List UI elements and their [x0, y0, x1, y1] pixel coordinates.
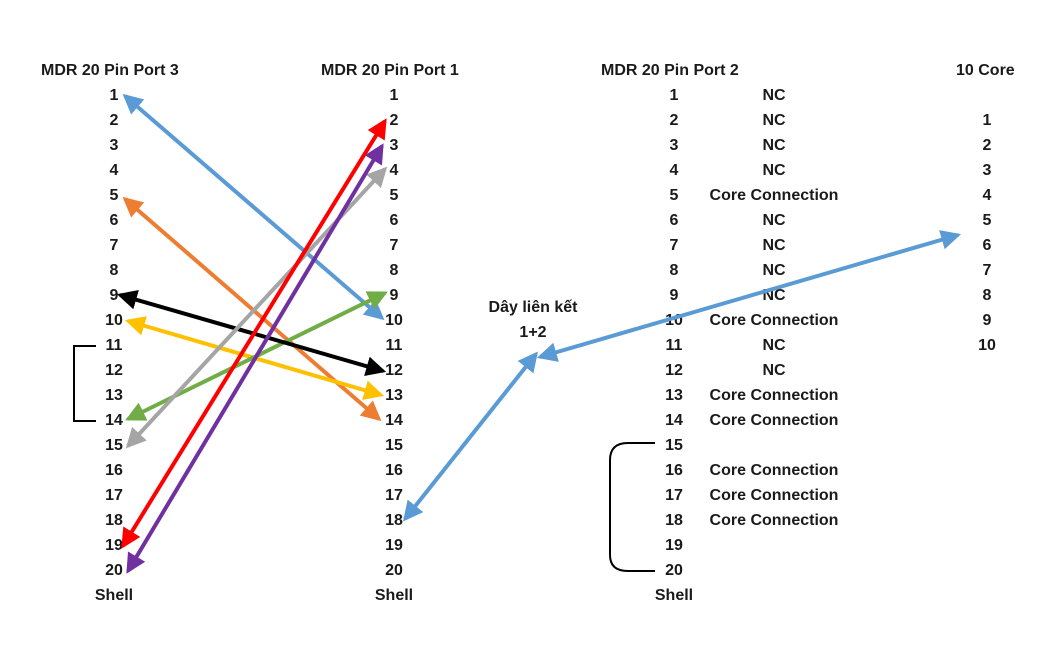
port1-pin-label: 12 — [385, 362, 403, 379]
port3-bracket — [73, 345, 96, 422]
port3-pin-label: 3 — [109, 137, 119, 154]
port2-status-label: NC — [762, 112, 786, 129]
port2-pin-label: 4 — [669, 162, 679, 179]
core10-pin-label: 9 — [982, 312, 992, 329]
port3-pin-label: 20 — [105, 562, 123, 579]
port1-pin-label: Shell — [374, 587, 414, 604]
port3-pin-label: 2 — [109, 112, 119, 129]
wire-red-p3-19-p1-2 — [121, 118, 387, 549]
port2-pin-label: 17 — [665, 487, 683, 504]
port2-pin-label: 14 — [665, 412, 683, 429]
port1-pin-label: 9 — [389, 287, 399, 304]
port2-pin-label: 18 — [665, 512, 683, 529]
core10-pin-label: 6 — [982, 237, 992, 254]
port2-pin-label: 20 — [665, 562, 683, 579]
port3-pin-label: 13 — [105, 387, 123, 404]
port2-status-label: NC — [762, 162, 786, 179]
core10-pin-label: 3 — [982, 162, 992, 179]
port1-pin-label: 10 — [385, 312, 403, 329]
port1-pin-label: 18 — [385, 512, 403, 529]
port2-pin-label: Shell — [654, 587, 694, 604]
wire-blue-p1-18-link — [403, 351, 538, 522]
port3-pin-label: Shell — [94, 587, 134, 604]
wire-purple-p3-20-p1-3 — [126, 143, 384, 574]
port2-status-label: Core Connection — [709, 187, 839, 204]
port2-status-label: NC — [762, 87, 786, 104]
core10-pin-label: 7 — [982, 262, 992, 279]
port2-pin-label: 19 — [665, 537, 683, 554]
port2-status-label: NC — [762, 362, 786, 379]
port1-pin-label: 3 — [389, 137, 399, 154]
port1-header: MDR 20 Pin Port 1 — [321, 62, 459, 79]
core10-pin-label: 1 — [982, 112, 992, 129]
core10-pin-label: 2 — [982, 137, 992, 154]
port1-pin-label: 4 — [389, 162, 399, 179]
core10-pin-label: 8 — [982, 287, 992, 304]
port3-pin-label: 17 — [105, 487, 123, 504]
port2-status-label: Core Connection — [709, 512, 839, 529]
port3-pin-label: 18 — [105, 512, 123, 529]
port2-pin-label: 2 — [669, 112, 679, 129]
port1-pin-label: 20 — [385, 562, 403, 579]
port2-pin-label: 16 — [665, 462, 683, 479]
port2-pin-label: 6 — [669, 212, 679, 229]
port3-pin-label: 19 — [105, 537, 123, 554]
port1-pin-label: 16 — [385, 462, 403, 479]
port1-pin-label: 11 — [385, 337, 403, 354]
port2-pin-label: 15 — [665, 437, 683, 454]
core10-pin-label: 5 — [982, 212, 992, 229]
port1-pin-label: 15 — [385, 437, 403, 454]
port3-pin-label: 6 — [109, 212, 119, 229]
port3-pin-label: 16 — [105, 462, 123, 479]
port2-status-label: NC — [762, 212, 786, 229]
port3-pin-label: 8 — [109, 262, 119, 279]
port2-pin-label: 1 — [669, 87, 679, 104]
port2-pin-label: 13 — [665, 387, 683, 404]
port2-pin-label: 12 — [665, 362, 683, 379]
port1-pin-label: 14 — [385, 412, 403, 429]
port3-pin-label: 4 — [109, 162, 119, 179]
port3-pin-label: 7 — [109, 237, 119, 254]
port1-pin-label: 6 — [389, 212, 399, 229]
port2-bracket — [609, 442, 655, 572]
wire-blue-link-core10 — [536, 230, 962, 362]
port1-pin-label: 19 — [385, 537, 403, 554]
port2-header: MDR 20 Pin Port 2 — [601, 62, 739, 79]
core10-pin-label: 10 — [978, 337, 996, 354]
port2-status-label: NC — [762, 137, 786, 154]
port1-pin-label: 17 — [385, 487, 403, 504]
port3-pin-label: 9 — [109, 287, 119, 304]
port2-pin-label: 3 — [669, 137, 679, 154]
port2-status-label: Core Connection — [709, 412, 839, 429]
port3-pin-label: 5 — [109, 187, 119, 204]
port2-pin-label: 5 — [669, 187, 679, 204]
port1-pin-label: 13 — [385, 387, 403, 404]
port1-pin-label: 8 — [389, 262, 399, 279]
port1-pin-label: 2 — [389, 112, 399, 129]
port3-pin-label: 15 — [105, 437, 123, 454]
port3-pin-label: 14 — [105, 412, 123, 429]
core10-pin-label: 4 — [982, 187, 992, 204]
port2-status-label: Core Connection — [709, 487, 839, 504]
core10-header: 10 Core — [956, 62, 1015, 79]
port1-pin-label: 1 — [389, 87, 399, 104]
port3-header: MDR 20 Pin Port 3 — [41, 62, 179, 79]
port1-pin-label: 7 — [389, 237, 399, 254]
port2-status-label: Core Connection — [709, 462, 839, 479]
port2-status-label: Core Connection — [709, 387, 839, 404]
port1-pin-label: 5 — [389, 187, 399, 204]
port3-pin-label: 1 — [109, 87, 119, 104]
